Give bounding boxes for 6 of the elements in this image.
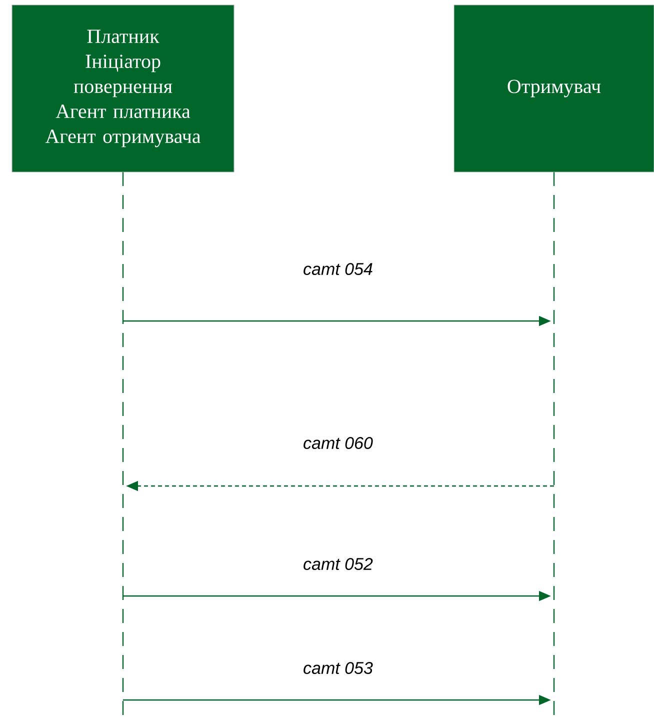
edge-label: camt 060 [304,436,373,450]
edge-label: camt 053 [304,662,373,674]
participant-box: Отримувач [454,4,654,172]
edge-label: camt 054 [304,262,372,276]
edge-label: camt 052 [304,558,373,570]
participant-box: Платник Ініціатор повернення Агент платника Агент отримувача [12,4,234,172]
